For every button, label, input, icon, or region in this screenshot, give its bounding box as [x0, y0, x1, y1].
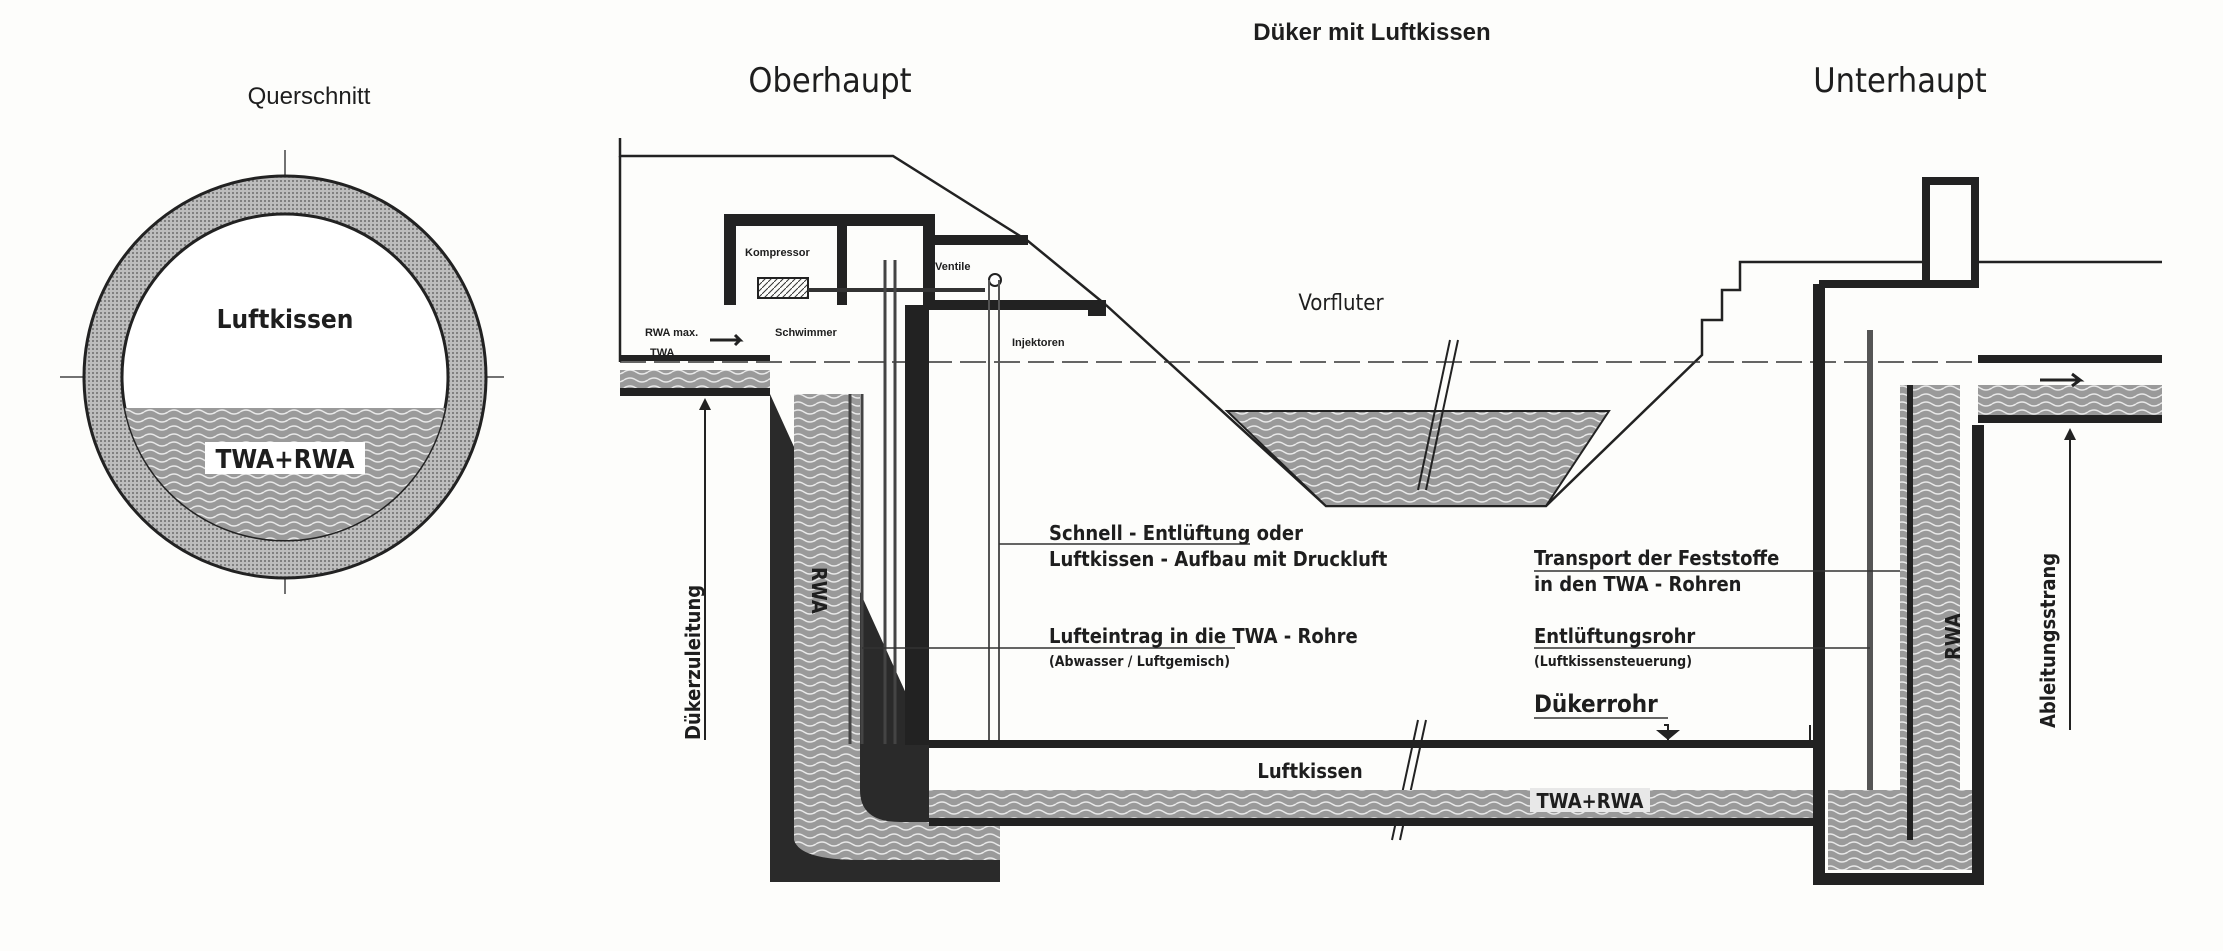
- injectors-label: Injektoren: [1012, 337, 1065, 349]
- control-building: Kompressor Ventile Schwimmer RWA max. TW…: [620, 214, 1106, 396]
- air-cushion-label: Luftkissen: [1257, 759, 1362, 783]
- heading-upper-head: Oberhaupt: [748, 61, 911, 101]
- receiving-water: [1224, 410, 1611, 507]
- vent-pipe-label-line1: Entlüftungsrohr: [1534, 624, 1695, 648]
- culvert-pipe: [929, 724, 1822, 826]
- transport-label-line2: in den TWA - Rohren: [1534, 572, 1741, 596]
- inflow-label: Dükerzuleitung: [681, 585, 705, 740]
- rwa-max-label: RWA max.: [645, 327, 698, 339]
- air-input-label-line2: (Abwasser / Luftgemisch): [1049, 654, 1230, 670]
- float-label: Schwimmer: [775, 327, 837, 339]
- vent-pipe-label-line2: (Luftkissensteuerung): [1534, 654, 1692, 670]
- quick-vent-label-line2: Luftkissen - Aufbau mit Druckluft: [1049, 547, 1388, 571]
- heading-lower-head: Unterhaupt: [1813, 61, 1987, 101]
- leader-lines: [862, 543, 1900, 719]
- valves-label: Ventile: [935, 261, 970, 273]
- lower-shaft: RWA: [1813, 177, 2162, 885]
- cross-section-air-label: Luftkissen: [217, 305, 354, 335]
- upper-shaft: RWA: [770, 260, 1000, 882]
- twa-rwa-label: TWA+RWA: [1537, 789, 1644, 813]
- cross-section-water-label: TWA+RWA: [215, 445, 354, 475]
- compressor-label: Kompressor: [745, 247, 811, 259]
- rwa-left-label: RWA: [807, 567, 831, 614]
- cross-section: Querschnitt Luftkissen TWA+RWA: [60, 83, 510, 600]
- quick-vent-label-line1: Schnell - Entlüftung oder: [1049, 521, 1303, 545]
- diagram-title: Düker mit Luftkissen: [1253, 19, 1490, 46]
- receiving-water-label: Vorfluter: [1298, 291, 1384, 316]
- transport-label-line1: Transport der Feststoffe: [1534, 546, 1779, 570]
- culvert-pipe-label: Dükerrohr: [1534, 690, 1658, 718]
- outflow-label: Ableitungsstrang: [2036, 553, 2060, 728]
- cross-section-heading: Querschnitt: [248, 83, 371, 110]
- twa-label: TWA: [650, 347, 674, 359]
- air-input-label-line1: Lufteintrag in die TWA - Rohre: [1049, 624, 1358, 648]
- rwa-right-label: RWA: [1941, 613, 1965, 660]
